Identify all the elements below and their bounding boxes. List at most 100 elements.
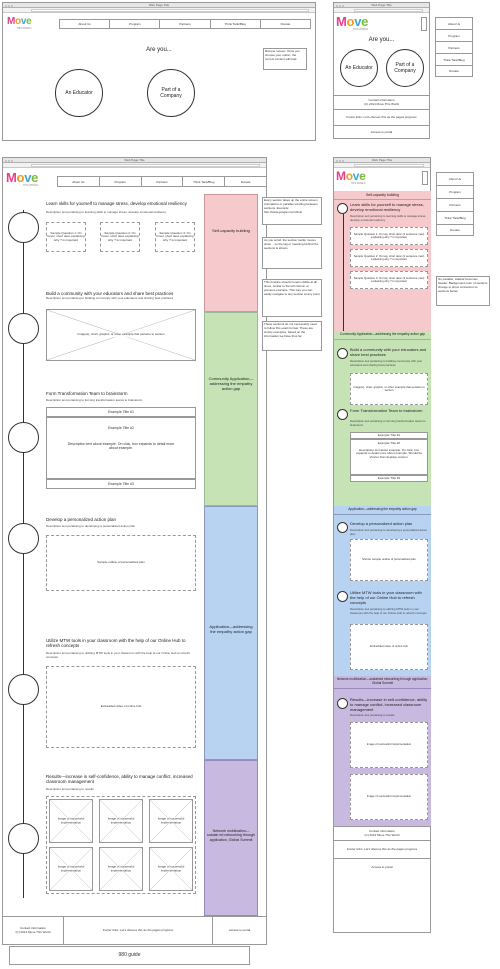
mobile-menu-program[interactable]: Program (437, 186, 473, 199)
mobile-menu: About Us Program Partners Think Tank/Blo… (436, 172, 474, 236)
address-bar[interactable] (334, 163, 430, 168)
timeline-node-3[interactable] (8, 422, 39, 453)
nav-blog[interactable]: Think Tank/Blog (209, 20, 260, 28)
mobile-menu: About Us Program Partners Think Tank/Blo… (435, 17, 473, 77)
nav-partners[interactable]: Partners (159, 20, 209, 28)
mobile-menu-program[interactable]: Program (436, 30, 472, 42)
window-titlebar: Web Page Title (334, 158, 430, 163)
section-title: Utilize MTW tools in your classroom with… (46, 638, 186, 649)
m-timeline-node-6[interactable] (337, 698, 348, 709)
mobile-menu-partners[interactable]: Partners (436, 42, 472, 54)
logo[interactable]: Move THIS WORLD (6, 170, 39, 187)
hamburger-icon[interactable] (422, 171, 428, 185)
m-plan: Shorter sample outline of personalized p… (350, 539, 428, 581)
mobile-menu-blog[interactable]: Think Tank/Blog (437, 212, 473, 225)
section-desc: Description text pertaining to utilizing… (46, 651, 190, 659)
address-bar[interactable] (334, 8, 429, 13)
note-sections: Every section takes up the entire screen… (262, 197, 322, 225)
educator-option[interactable]: An Educator (55, 69, 103, 117)
mobile-menu-blog[interactable]: Think Tank/Blog (436, 54, 472, 66)
timeline-line (23, 210, 24, 898)
m-timeline-node-4[interactable] (337, 522, 348, 533)
nav-program[interactable]: Program (109, 20, 159, 28)
logo[interactable]: Move THIS WORLD (336, 169, 366, 185)
mobile-menu-about[interactable]: About Us (437, 173, 473, 186)
result-image-3: Image of successful implementation (149, 799, 193, 843)
nav-about[interactable]: About Us (72, 180, 85, 184)
m-question-2[interactable]: Sample Question 2: On tap, short desc (2… (350, 249, 428, 267)
sample-question-3[interactable]: Sample Question 3: On hover, short desc … (155, 222, 195, 252)
address-bar[interactable] (3, 163, 266, 168)
guide-980: 980 guide (9, 946, 250, 965)
m-band-application: Application—addressing the empathy actio… (334, 506, 431, 676)
note-timeline: This timeline should remain visible at a… (262, 279, 322, 317)
m-timeline-node-2[interactable] (337, 348, 348, 359)
logo[interactable]: Move THIS WORLD (7, 16, 32, 31)
m-question-1[interactable]: Sample Question 1: On tap, short desc (2… (350, 227, 428, 245)
note-tooltip: As you scroll, the section tooltip moves… (262, 237, 322, 269)
landing-heading: Are you... (368, 37, 395, 43)
section-title: Build a community with your educators an… (46, 291, 174, 296)
m-example-2[interactable]: Example Title #2 Description text about … (350, 439, 428, 475)
section-desc: Description text pertaining to results (46, 787, 94, 791)
m-example-3[interactable]: Example Title #3 (350, 475, 428, 482)
media-placeholder: Image(s), chart, graphic, or other examp… (46, 309, 196, 361)
timeline-node-4[interactable] (8, 523, 39, 554)
example-title-1[interactable]: Example Title #1 (46, 407, 196, 417)
mobile-menu-partners[interactable]: Partners (437, 199, 473, 212)
nav-blog[interactable]: Think Tank/Blog (182, 177, 224, 186)
desktop-footer: Contact information (C) 2014 Move This W… (3, 916, 266, 945)
mobile-main-window: Web Page Title Move THIS WORLD Self-capa… (333, 157, 431, 933)
mobile-footer: Contact information (C) 2014 Move This W… (334, 95, 429, 140)
footer-links[interactable]: Footer links: Let's discuss this as the … (334, 110, 429, 126)
timeline-node-2[interactable] (8, 313, 39, 344)
timeline-node-1[interactable] (8, 212, 39, 243)
timeline-node-5[interactable] (8, 674, 39, 705)
mobile-menu-donate[interactable]: Donate (450, 228, 460, 232)
m-question-3[interactable]: Sample Question 3: On tap, short desc (2… (350, 271, 428, 289)
mobile-menu-donate[interactable]: Donate (449, 69, 459, 73)
result-image-4: Image of successful implementation (49, 847, 93, 891)
m-timeline-node-5[interactable] (337, 591, 348, 602)
m-example-1[interactable]: Example Title #1 (350, 432, 428, 439)
footer-portal[interactable]: Access to portal (370, 130, 393, 135)
nav-about[interactable]: About Us (78, 22, 91, 26)
landing-heading: Are you... (146, 47, 172, 53)
logo[interactable]: Move THIS WORLD (336, 14, 369, 31)
result-image-1: Image of successful implementation (49, 799, 93, 843)
footer-contact: Contact information (C) 2014 Move This W… (15, 926, 51, 934)
educator-option[interactable]: An Educator (340, 49, 378, 87)
m-timeline-node-3[interactable] (337, 409, 348, 420)
address-bar[interactable] (3, 8, 315, 13)
band-self-capacity: Self-capacity building (204, 194, 258, 312)
nav-partners[interactable]: Partners (140, 177, 183, 186)
nav-program[interactable]: Program (98, 177, 141, 186)
desktop-main-window: Web Page Title Move THIS WORLD About Us … (2, 157, 267, 945)
example-expanded[interactable]: Example Title #2 Description text about … (46, 417, 196, 479)
video-placeholder[interactable]: Embedded video of online hub (46, 666, 196, 748)
m-timeline-node-1[interactable] (337, 203, 348, 214)
timeline-node-6[interactable] (8, 823, 39, 854)
nav-donate[interactable]: Donate (224, 177, 266, 186)
footer-links[interactable]: Footer links: Let's discuss this as the … (63, 917, 212, 945)
company-option[interactable]: Part of a Company (147, 69, 195, 117)
hamburger-icon[interactable] (421, 17, 427, 31)
m-video[interactable]: Embedded video of online hub (350, 624, 428, 670)
footer-portal[interactable]: Access to portal (212, 917, 266, 945)
footer-portal[interactable]: Access to portal (371, 864, 393, 869)
m-band-network: Network mobilization—sustained networkin… (334, 676, 431, 826)
section-desc: Description text pertaining to learning … (46, 210, 167, 214)
band-application: Application—addressing the empathy actio… (204, 506, 258, 760)
main-nav: About Us Program Partners Think Tank/Blo… (59, 19, 311, 29)
footer-links[interactable]: Footer links: Let's discuss this as the … (334, 841, 430, 859)
nav-donate[interactable]: Donate (259, 20, 310, 28)
company-option[interactable]: Part of a Company (386, 49, 424, 87)
example-title-3[interactable]: Example Title #3 (46, 479, 196, 489)
footer-contact: Contact information (C) 2014 Move This W… (334, 827, 430, 841)
sample-question-2[interactable]: Sample Question 2: On hover, short desc … (100, 222, 140, 252)
note-format: These sections do not necessarily need t… (262, 321, 322, 351)
footer-contact: Contact information (C) 2014 Move This W… (334, 96, 429, 110)
window-titlebar: Web Page Title (334, 3, 429, 8)
sample-question-1[interactable]: Sample Question 1: On hover, short desc … (46, 222, 86, 252)
mobile-menu-about[interactable]: About Us (436, 18, 472, 30)
